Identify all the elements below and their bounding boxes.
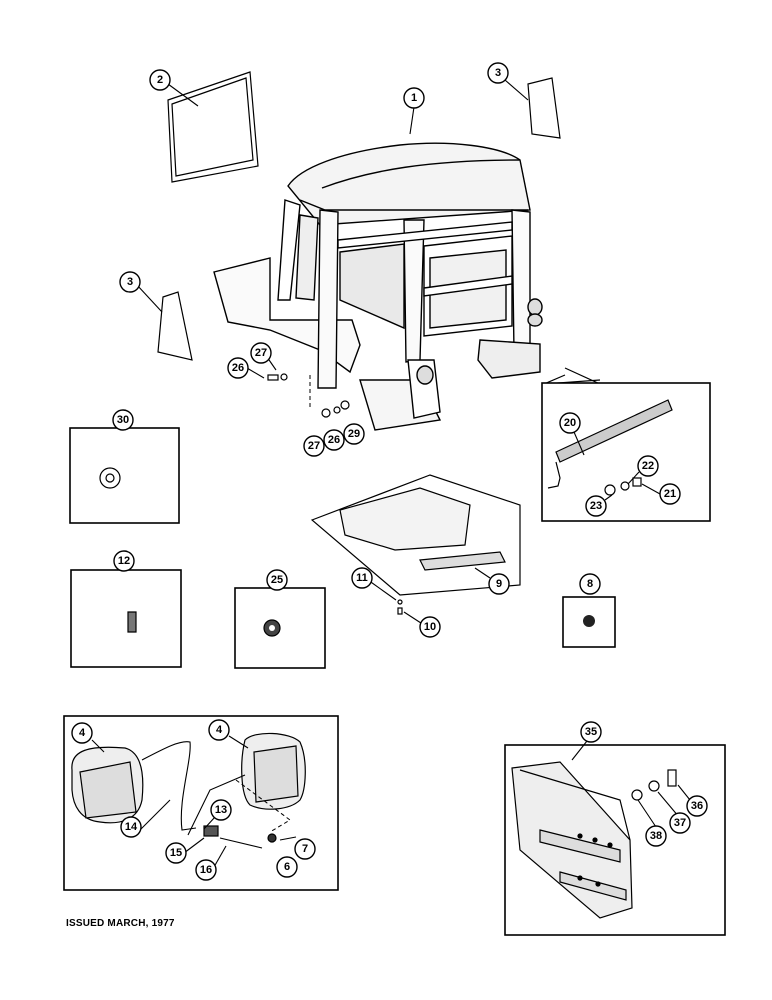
callout-1: 1 [403,87,425,109]
callout-26-upper: 26 [227,357,249,379]
cab-frame [213,142,543,431]
svg-text:14: 14 [125,821,138,833]
svg-text:8: 8 [587,578,593,590]
svg-text:3: 3 [495,67,501,79]
callout-12: 12 [113,550,135,572]
callout-25: 25 [266,569,288,591]
inset-part-12 [70,569,182,668]
inset-bracket-20 [541,367,711,522]
callout-27-lower: 27 [303,435,325,457]
inset-step-35 [504,744,726,936]
callout-14: 14 [120,816,142,838]
svg-text:12: 12 [118,555,130,567]
svg-text:26: 26 [232,362,244,374]
svg-text:26: 26 [328,434,340,446]
window-seal-3-top [527,77,561,139]
svg-text:25: 25 [271,574,283,586]
svg-text:3: 3 [127,276,133,288]
window-seal-3-left [157,291,193,361]
svg-text:30: 30 [117,414,129,426]
inset-part-25 [234,587,326,669]
svg-text:35: 35 [585,726,597,738]
callout-38: 38 [645,825,667,847]
callout-2: 2 [149,69,171,91]
callout-9: 9 [488,573,510,595]
svg-text:1: 1 [411,92,417,104]
callout-27-upper: 27 [250,342,272,364]
callout-6: 6 [276,856,298,878]
svg-text:13: 13 [215,804,227,816]
callout-20: 20 [559,412,581,434]
callout-30: 30 [112,409,134,431]
svg-text:10: 10 [424,621,436,633]
svg-text:27: 27 [308,440,320,452]
callout-36: 36 [686,795,708,817]
callout-35: 35 [580,721,602,743]
callout-11: 11 [351,567,373,589]
svg-text:16: 16 [200,864,212,876]
svg-text:29: 29 [348,428,360,440]
window-seal-2 [167,71,259,183]
callout-22: 22 [637,455,659,477]
svg-text:4: 4 [216,724,223,736]
svg-text:23: 23 [590,500,602,512]
svg-text:27: 27 [255,347,267,359]
callout-10: 10 [419,616,441,638]
svg-text:15: 15 [170,847,182,859]
floor-mat [310,474,521,596]
svg-text:21: 21 [664,488,676,500]
svg-text:22: 22 [642,460,654,472]
callout-4-right: 4 [208,719,230,741]
callout-3-left: 3 [119,271,141,293]
callout-3-top: 3 [487,62,509,84]
cab-hardware [267,373,403,615]
inset-part-30 [69,427,180,524]
callout-16: 16 [195,859,217,881]
svg-text:2: 2 [157,74,163,86]
callout-8: 8 [579,573,601,595]
callout-21: 21 [659,483,681,505]
svg-text:9: 9 [496,578,502,590]
issued-date-note: ISSUED MARCH, 1977 [66,918,175,929]
svg-text:7: 7 [302,843,308,855]
svg-text:6: 6 [284,861,290,873]
callout-13: 13 [210,799,232,821]
callout-37: 37 [669,812,691,834]
callout-7: 7 [294,838,316,860]
svg-text:11: 11 [356,572,368,584]
svg-text:20: 20 [564,417,576,429]
svg-text:37: 37 [674,817,686,829]
callout-29: 29 [343,423,365,445]
inset-part-8 [562,596,616,648]
svg-text:38: 38 [650,830,662,842]
svg-text:36: 36 [691,800,703,812]
callout-23: 23 [585,495,607,517]
svg-text:4: 4 [79,727,86,739]
callout-26-lower: 26 [323,429,345,451]
callout-15: 15 [165,842,187,864]
callout-4-left: 4 [71,722,93,744]
